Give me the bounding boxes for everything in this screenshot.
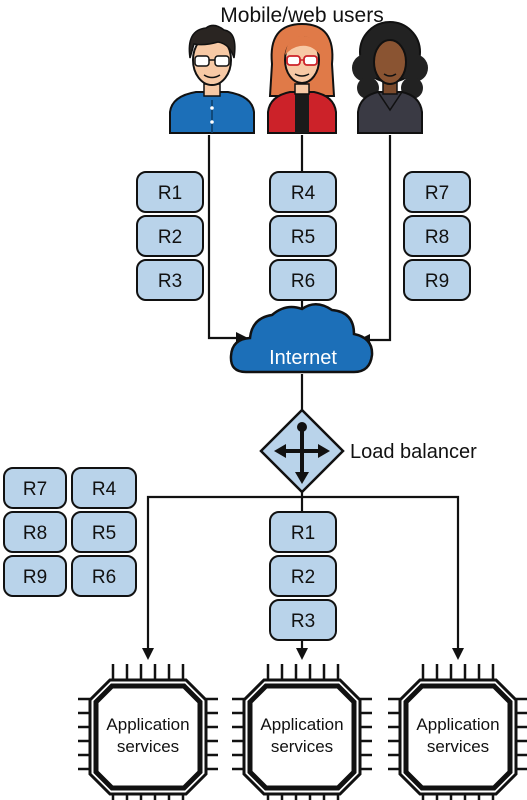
request-box — [269, 259, 337, 301]
request-label: R9 — [425, 271, 449, 292]
service-chip-1: Application services — [78, 664, 218, 800]
request-label: R5 — [92, 523, 116, 544]
request-box — [269, 555, 337, 597]
service2-arrowhead — [296, 648, 308, 660]
request-box — [403, 171, 471, 213]
request-label: R8 — [23, 523, 47, 544]
request-box — [71, 511, 137, 553]
routed-requests: R1 R2 R3 — [269, 511, 337, 641]
request-label: R5 — [291, 227, 315, 248]
internet-label: Internet — [269, 347, 337, 369]
request-label: R2 — [158, 227, 182, 248]
request-box — [3, 511, 67, 553]
user2-requests: R4 R5 R6 — [269, 171, 337, 301]
chip-border — [93, 683, 203, 791]
request-label: R9 — [23, 567, 47, 588]
pending-requests-right-column: R4 R5 R6 — [71, 467, 137, 597]
internet-cloud-icon: Internet — [229, 303, 374, 374]
request-box — [136, 171, 204, 213]
request-box — [269, 215, 337, 257]
request-box — [71, 555, 137, 597]
woman-with-curly-hair-avatar-icon — [352, 21, 428, 134]
service3-arrowhead — [452, 648, 464, 660]
request-label: R3 — [291, 611, 315, 632]
user3-connector — [366, 135, 392, 342]
load-balancer-label: Load balancer — [350, 441, 477, 463]
request-label: R4 — [92, 479, 117, 500]
user1-connector — [207, 135, 240, 340]
service-label-line2: services — [117, 737, 179, 756]
request-label: R2 — [291, 567, 315, 588]
request-label: R7 — [23, 479, 47, 500]
service1-arrowhead — [142, 648, 154, 660]
request-label: R1 — [291, 523, 315, 544]
request-box — [136, 259, 204, 301]
woman-with-glasses-avatar-icon — [267, 22, 337, 134]
users-label: Mobile/web users — [220, 4, 383, 27]
man-with-glasses-avatar-icon — [169, 24, 255, 134]
request-box — [269, 599, 337, 641]
request-label: R1 — [158, 183, 182, 204]
load-balancer-icon — [259, 408, 345, 494]
service-label-line2: services — [427, 737, 489, 756]
request-box — [403, 215, 471, 257]
request-box — [3, 555, 67, 597]
chip-body — [398, 678, 518, 796]
request-label: R8 — [425, 227, 449, 248]
request-box — [71, 467, 137, 509]
request-box — [269, 511, 337, 553]
request-label: R6 — [291, 271, 315, 292]
chip-body — [242, 678, 362, 796]
pending-requests-left-column: R7 R8 R9 — [3, 467, 67, 597]
request-label: R3 — [158, 271, 182, 292]
request-label: R4 — [291, 183, 316, 204]
user1-requests: R1 R2 R3 — [136, 171, 204, 301]
service-label-line2: services — [271, 737, 333, 756]
chip-border — [403, 683, 513, 791]
chip-body — [88, 678, 208, 796]
user3-requests: R7 R8 R9 — [403, 171, 471, 301]
request-label: R6 — [92, 567, 116, 588]
request-box — [136, 215, 204, 257]
chip-border — [247, 683, 357, 791]
service-chip-2: Application services — [232, 664, 372, 800]
request-box — [269, 171, 337, 213]
request-box — [3, 467, 67, 509]
service-label-line1: Application — [260, 715, 343, 734]
request-box — [403, 259, 471, 301]
request-label: R7 — [425, 183, 449, 204]
service-label-line1: Application — [106, 715, 189, 734]
service-label-line1: Application — [416, 715, 499, 734]
service-chip-3: Application services — [388, 664, 527, 800]
